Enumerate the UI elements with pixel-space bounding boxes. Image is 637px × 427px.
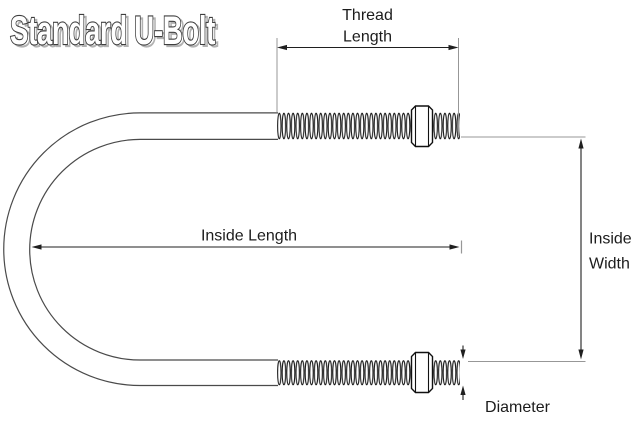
diameter-dimension: Diameter bbox=[460, 345, 551, 416]
ubolt-inner-outline bbox=[29, 138, 278, 361]
ubolt-body bbox=[3, 105, 460, 394]
thread-length-dimension: Thread Length bbox=[276, 7, 459, 136]
page-title-shadow-text: Standard U-Bolt bbox=[13, 11, 218, 55]
arrowhead-right-icon bbox=[448, 44, 459, 51]
arrowhead-right-icon bbox=[449, 244, 460, 250]
inside-width-label-line1: Inside bbox=[589, 231, 632, 248]
arrowhead-left-icon bbox=[31, 244, 42, 250]
diameter-label: Diameter bbox=[485, 399, 551, 416]
page-title-text: Standard U-Bolt bbox=[10, 9, 215, 53]
arrowhead-left-icon bbox=[277, 44, 287, 51]
arrowhead-down-icon bbox=[578, 349, 584, 360]
ubolt-outer-outline bbox=[3, 112, 278, 387]
bottom-hex-nut bbox=[410, 351, 434, 394]
arrowhead-up-icon bbox=[460, 385, 466, 395]
thread-length-label-line2: Length bbox=[343, 29, 392, 46]
thread-length-label-line1: Thread bbox=[342, 7, 393, 24]
arrowhead-down-icon bbox=[460, 349, 466, 359]
arrowhead-up-icon bbox=[578, 138, 584, 149]
inside-width-label-line2: Width bbox=[589, 256, 630, 273]
inside-width-dimension: Inside Width bbox=[461, 136, 632, 362]
inside-length-dimension: Inside Length bbox=[31, 228, 463, 254]
page-title: Standard U-Bolt Standard U-Bolt bbox=[9, 8, 219, 56]
top-hex-nut bbox=[410, 105, 434, 148]
inside-length-label: Inside Length bbox=[201, 228, 297, 245]
